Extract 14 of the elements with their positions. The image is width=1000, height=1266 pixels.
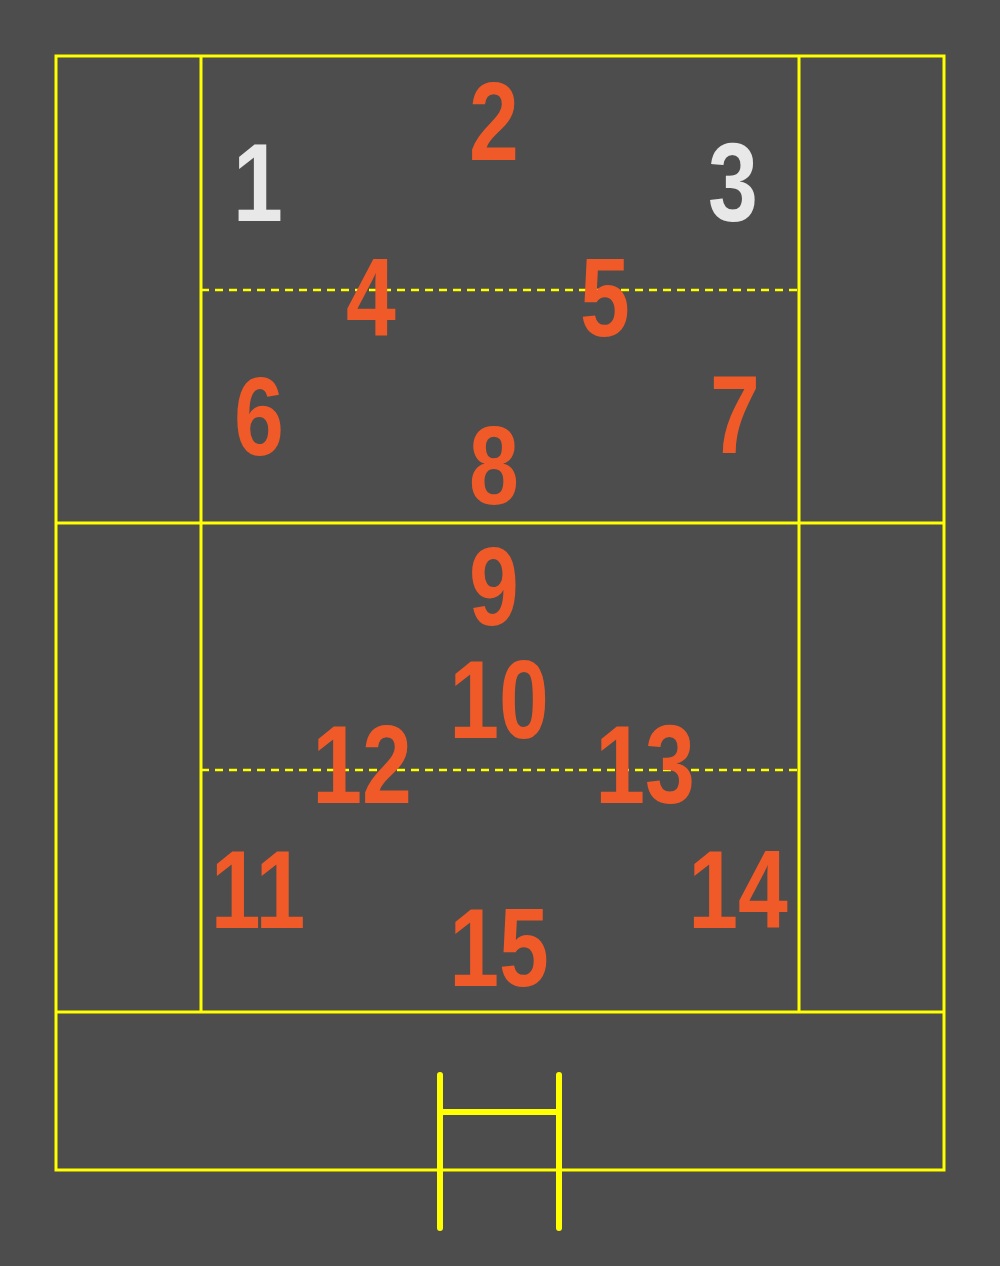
position-number: 12 [312, 709, 412, 821]
position-number: 7 [710, 359, 760, 471]
position-number: 3 [708, 127, 758, 239]
position-number: 15 [449, 892, 549, 1004]
position-number: 1 [233, 127, 283, 239]
position-number: 9 [469, 531, 519, 643]
position-number: 10 [449, 644, 549, 756]
position-number: 13 [595, 709, 695, 821]
position-number: 14 [688, 834, 788, 946]
position-number: 6 [234, 361, 284, 473]
position-number: 8 [469, 410, 519, 522]
position-number: 4 [346, 242, 396, 354]
position-number: 11 [210, 834, 306, 946]
position-number: 2 [469, 66, 519, 178]
